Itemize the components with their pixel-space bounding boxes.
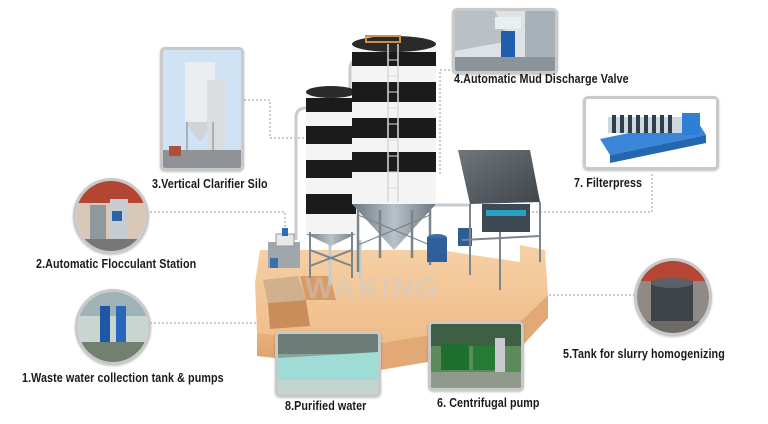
leader-line-flocculant: [150, 211, 286, 232]
flocculant-station-icon: [76, 181, 146, 251]
discharge-valve-icon: [455, 11, 555, 71]
centrifugal-pump-icon: [431, 324, 521, 388]
small-clarifier-silo: [306, 86, 356, 278]
filterpress-photo: [583, 96, 719, 170]
centrifugal-pump-photo: [428, 321, 524, 391]
flocculant-station-photo: [73, 178, 149, 254]
pump-tank-icon: [78, 292, 148, 362]
label-filterpress: 7. Filterpress: [574, 176, 643, 190]
collection-tank-photo: [75, 289, 151, 365]
purified-water-photo: [275, 331, 381, 397]
discharge-valve-photo: [452, 8, 558, 74]
watermark: WAKING: [305, 272, 441, 305]
leader-line-silo: [240, 99, 330, 139]
label-vertical-clarifier-silo: 3.Vertical Clarifier Silo: [152, 177, 268, 191]
label-purified-water: 8.Purified water: [285, 399, 367, 413]
leader-line-filterpress: [500, 172, 653, 213]
blue-tanks: [427, 228, 472, 262]
label-slurry-homogenizing: 5.Tank for slurry homogenizing: [563, 347, 725, 361]
slurry-tank-photo: [634, 258, 712, 336]
filterpress-icon: [586, 99, 716, 167]
vertical-silo-icon: [163, 50, 241, 168]
label-collection-tank: 1.Waste water collection tank & pumps: [22, 371, 224, 385]
water-basin-icon: [278, 334, 378, 394]
filterpress-shed: [458, 150, 541, 290]
label-flocculant-station: 2.Automatic Flocculant Station: [36, 257, 197, 271]
label-mud-discharge-valve: 4.Automatic Mud Discharge Valve: [454, 72, 629, 86]
slurry-tank-icon: [637, 261, 709, 333]
large-clarifier-silo: [352, 35, 436, 272]
label-centrifugal-pump: 6. Centrifugal pump: [437, 396, 540, 410]
flocculant-station-model: [268, 228, 300, 268]
vertical-silo-photo: [160, 47, 244, 171]
